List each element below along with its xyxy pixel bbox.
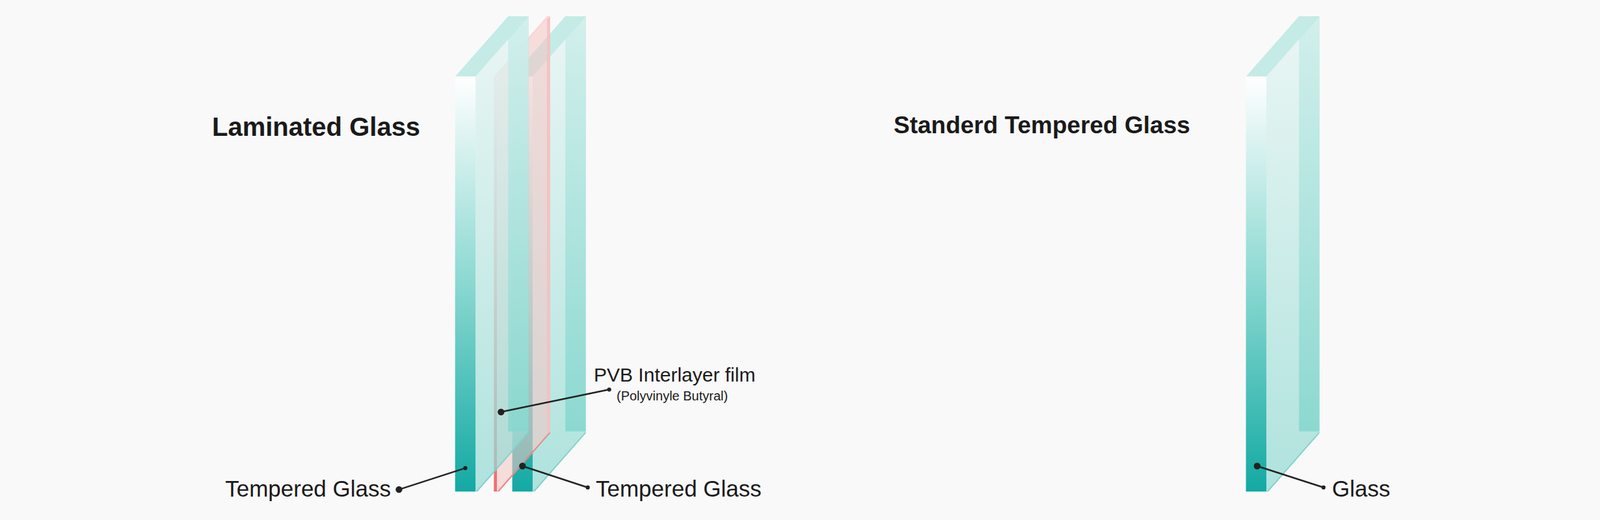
part-note: (Polyvinyle Butyral): [616, 388, 728, 404]
leader-dot: [586, 485, 590, 490]
section-title: Standerd Tempered Glass: [893, 111, 1191, 140]
part-name: Tempered Glass: [225, 476, 391, 503]
leader-line: [398, 468, 466, 490]
glass-pane: [1246, 16, 1320, 492]
glass-pane: [455, 16, 529, 492]
part-name: Glass: [1332, 476, 1390, 503]
leader-dot: [606, 387, 611, 392]
part-name: PVB Interlayer film: [593, 364, 756, 387]
leader-dot: [463, 466, 467, 471]
leader-dot: [497, 409, 505, 416]
part-name: Tempered Glass: [595, 476, 762, 503]
leader-line: [1257, 466, 1324, 488]
leader-dot: [519, 463, 526, 470]
leader-dot: [395, 486, 402, 494]
section-title: Laminated Glass: [212, 111, 421, 142]
leader-dot: [1321, 485, 1326, 490]
leader-line: [522, 466, 588, 488]
leader-lines: [395, 387, 1326, 494]
leader-line: [500, 389, 609, 413]
leader-dot: [1253, 463, 1261, 470]
